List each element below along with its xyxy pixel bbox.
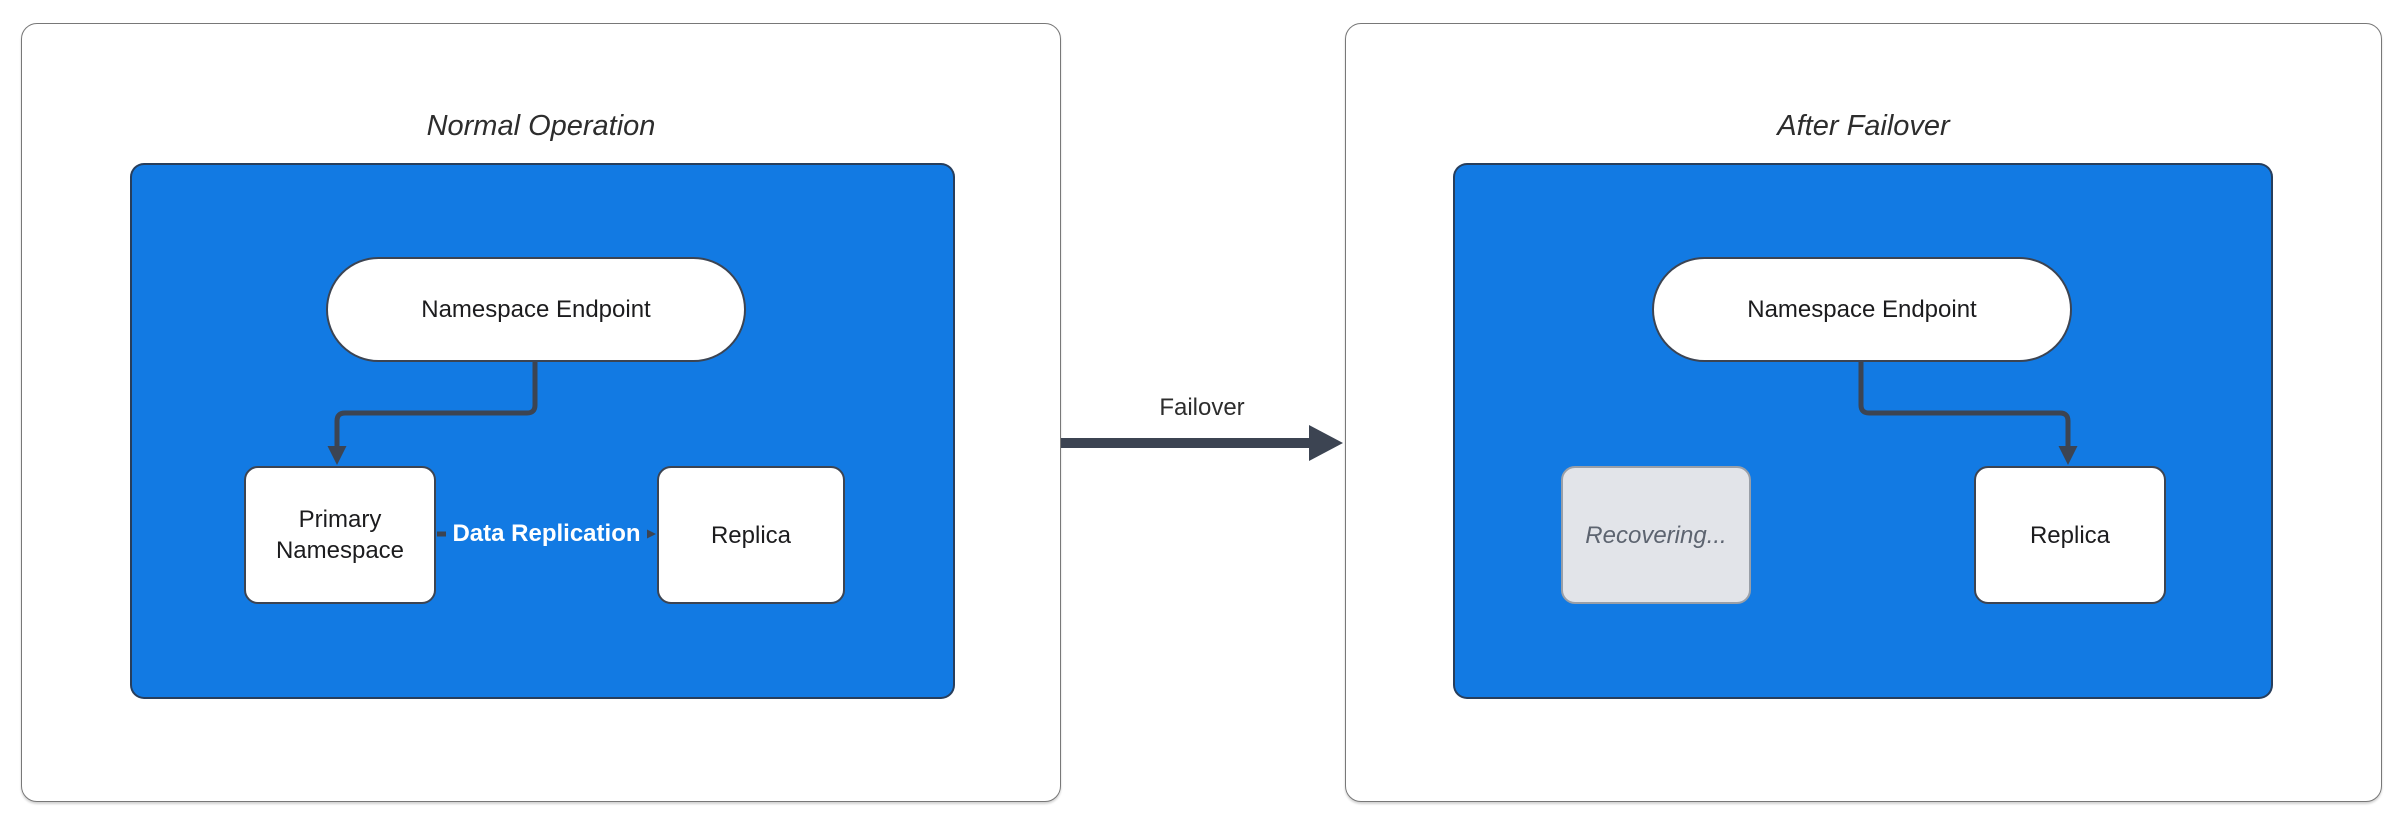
data-replication-edge-label-text: Data Replication (446, 517, 647, 551)
recovering-node: Recovering... (1561, 466, 1751, 604)
data-replication-edge-label: Data Replication (437, 515, 656, 553)
cluster-after (1453, 163, 2273, 699)
panel-title-after-failover: After Failover (1777, 110, 1950, 142)
replica-node-normal: Replica (657, 466, 845, 604)
primary-namespace-node: Primary Namespace (244, 466, 436, 604)
replica-node-after: Replica (1974, 466, 2166, 604)
panel-title-normal-operation: Normal Operation (426, 110, 656, 142)
cluster-normal (130, 163, 955, 699)
namespace-endpoint-node-normal: Namespace Endpoint (326, 257, 746, 362)
failover-arrowhead-icon (1309, 425, 1343, 461)
failover-label: Failover (1159, 394, 1245, 421)
panel-normal-operation: Normal Operation Namespace Endpoint Prim… (21, 23, 1061, 802)
namespace-endpoint-node-after: Namespace Endpoint (1652, 257, 2072, 362)
panel-after-failover: After Failover Namespace Endpoint Recove… (1345, 23, 2382, 802)
